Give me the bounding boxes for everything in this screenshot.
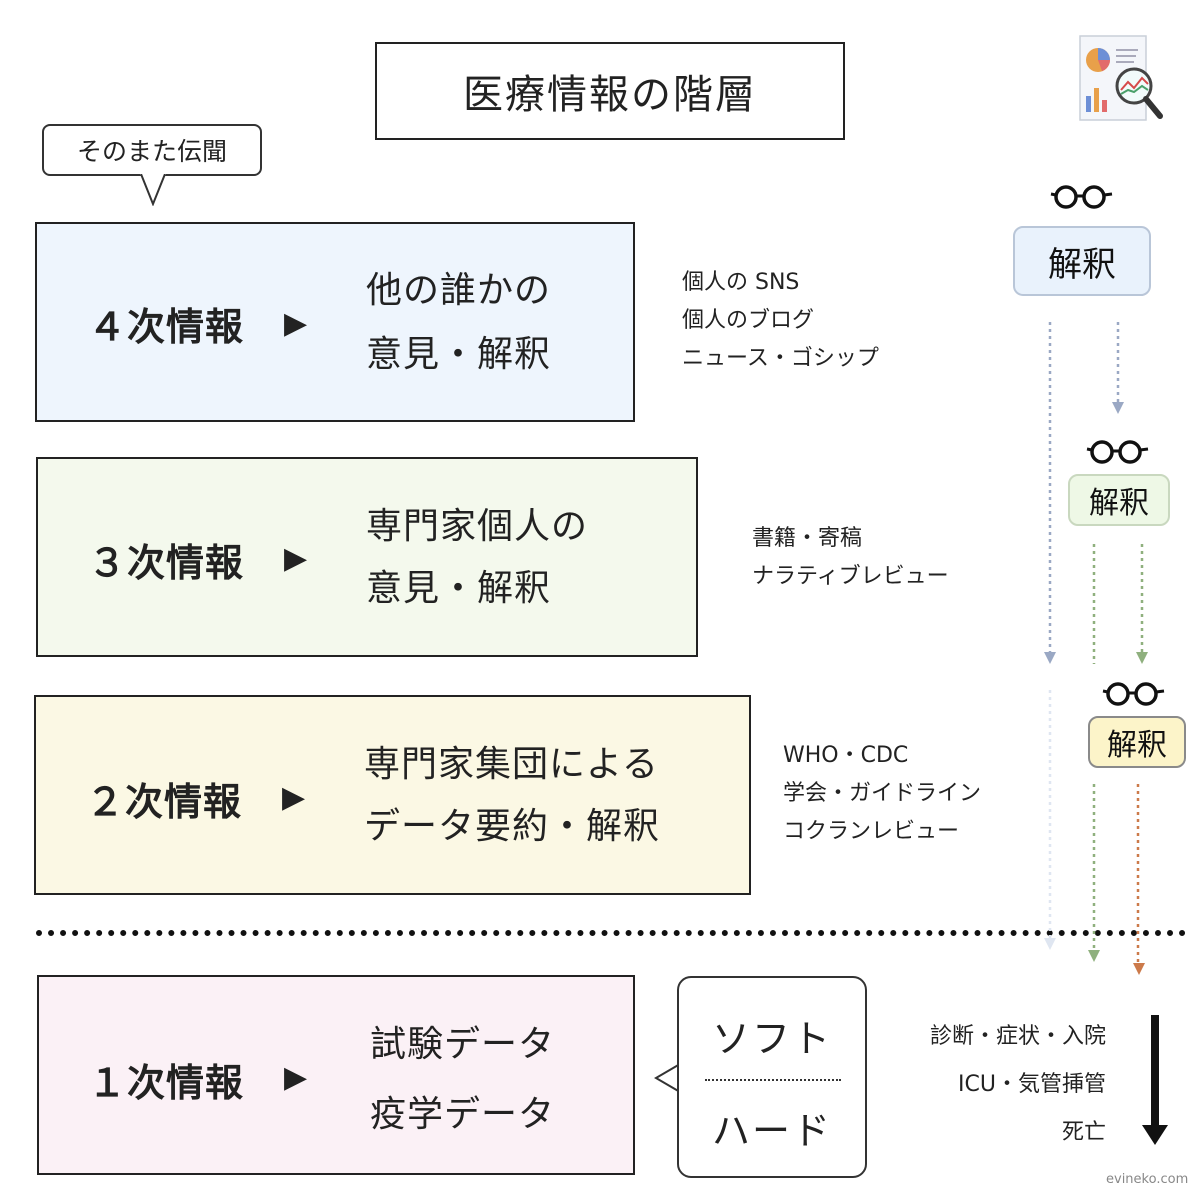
hearsay-bubble: そのまた伝聞 — [42, 124, 262, 176]
level-3-label: ３次情報 — [88, 541, 245, 585]
level-4-box — [35, 222, 635, 422]
level-3-desc-line1: 専門家個人の — [366, 506, 589, 547]
page-title: 医療情報の階層 — [375, 42, 845, 140]
interpretation-label: 解釈 — [1048, 244, 1116, 285]
bubble-tail — [140, 174, 166, 206]
level-1-box — [37, 975, 635, 1175]
document-chart-icon — [1079, 35, 1163, 121]
level-4-desc-line2: 意見・解釈 — [366, 334, 552, 375]
interpretation-badge-2: 解釈 — [1088, 716, 1186, 768]
orange-arrow-head — [1133, 963, 1145, 975]
level-2-examples: WHO・CDC 学会・ガイドライン コクランレビュー — [783, 737, 981, 851]
down-arrow-icon — [1142, 1015, 1168, 1145]
level-3-box — [36, 457, 698, 657]
glasses-icon — [1050, 185, 1113, 209]
hard-outcome-label: ハード — [711, 1109, 832, 1153]
interpretation-badge-4: 解釈 — [1013, 226, 1151, 296]
outcome-3: 死亡 — [1061, 1120, 1106, 1145]
bubble-text: そのまた伝聞 — [76, 137, 227, 166]
example-item: ニュース・ゴシップ — [682, 346, 879, 371]
level-2-label: ２次情報 — [86, 780, 243, 824]
primary-secondary-divider — [36, 930, 1186, 936]
level-4-arrow-icon: ▶ — [284, 306, 308, 341]
title-text: 医療情報の階層 — [463, 72, 757, 118]
level-4-label: ４次情報 — [88, 305, 245, 349]
example-item: 学会・ガイドライン — [783, 781, 982, 806]
example-item: WHO・CDC — [783, 743, 909, 768]
soft-hard-callout — [677, 976, 867, 1178]
example-item: ナラティブレビュー — [752, 564, 949, 589]
outcome-1: 診断・症状・入院 — [929, 1024, 1106, 1049]
site-credit: evineko.com — [1106, 1172, 1189, 1187]
soft-outcome-label: ソフト — [711, 1017, 832, 1061]
glasses-icon — [1086, 440, 1149, 464]
level-1-label: １次情報 — [88, 1061, 245, 1105]
interpretation-label: 解釈 — [1107, 728, 1167, 763]
callout-tail — [654, 1062, 684, 1094]
level-3-examples: 書籍・寄稿 ナラティブレビュー — [752, 520, 949, 596]
level-1-desc-line1: 試験データ — [370, 1024, 556, 1065]
example-item: コクランレビュー — [783, 819, 960, 844]
level-2-arrow-icon: ▶ — [282, 780, 306, 815]
level-2-box — [34, 695, 751, 895]
level-1-desc-line2: 疫学データ — [370, 1094, 556, 1135]
level-2-desc-line1: 専門家集団による — [364, 744, 659, 785]
glasses-icon — [1102, 682, 1165, 706]
level-3-desc-line2: 意見・解釈 — [366, 568, 552, 609]
soft-hard-divider — [705, 1079, 841, 1081]
example-item: 個人のブログ — [682, 308, 815, 333]
example-item: 個人の SNS — [682, 270, 800, 295]
interpretation-label: 解釈 — [1089, 486, 1149, 521]
level-2-desc-line2: データ要約・解釈 — [364, 806, 661, 847]
outcome-2: ICU・気管挿管 — [958, 1072, 1106, 1097]
example-item: 書籍・寄稿 — [752, 526, 863, 551]
level-4-examples: 個人の SNS 個人のブログ ニュース・ゴシップ — [682, 264, 879, 378]
level-1-arrow-icon: ▶ — [284, 1060, 308, 1095]
level-3-arrow-icon: ▶ — [284, 541, 308, 576]
interpretation-flow-arrows — [1044, 322, 1148, 963]
interpretation-badge-3: 解釈 — [1068, 474, 1170, 526]
level-4-desc-line1: 他の誰かの — [366, 270, 552, 311]
